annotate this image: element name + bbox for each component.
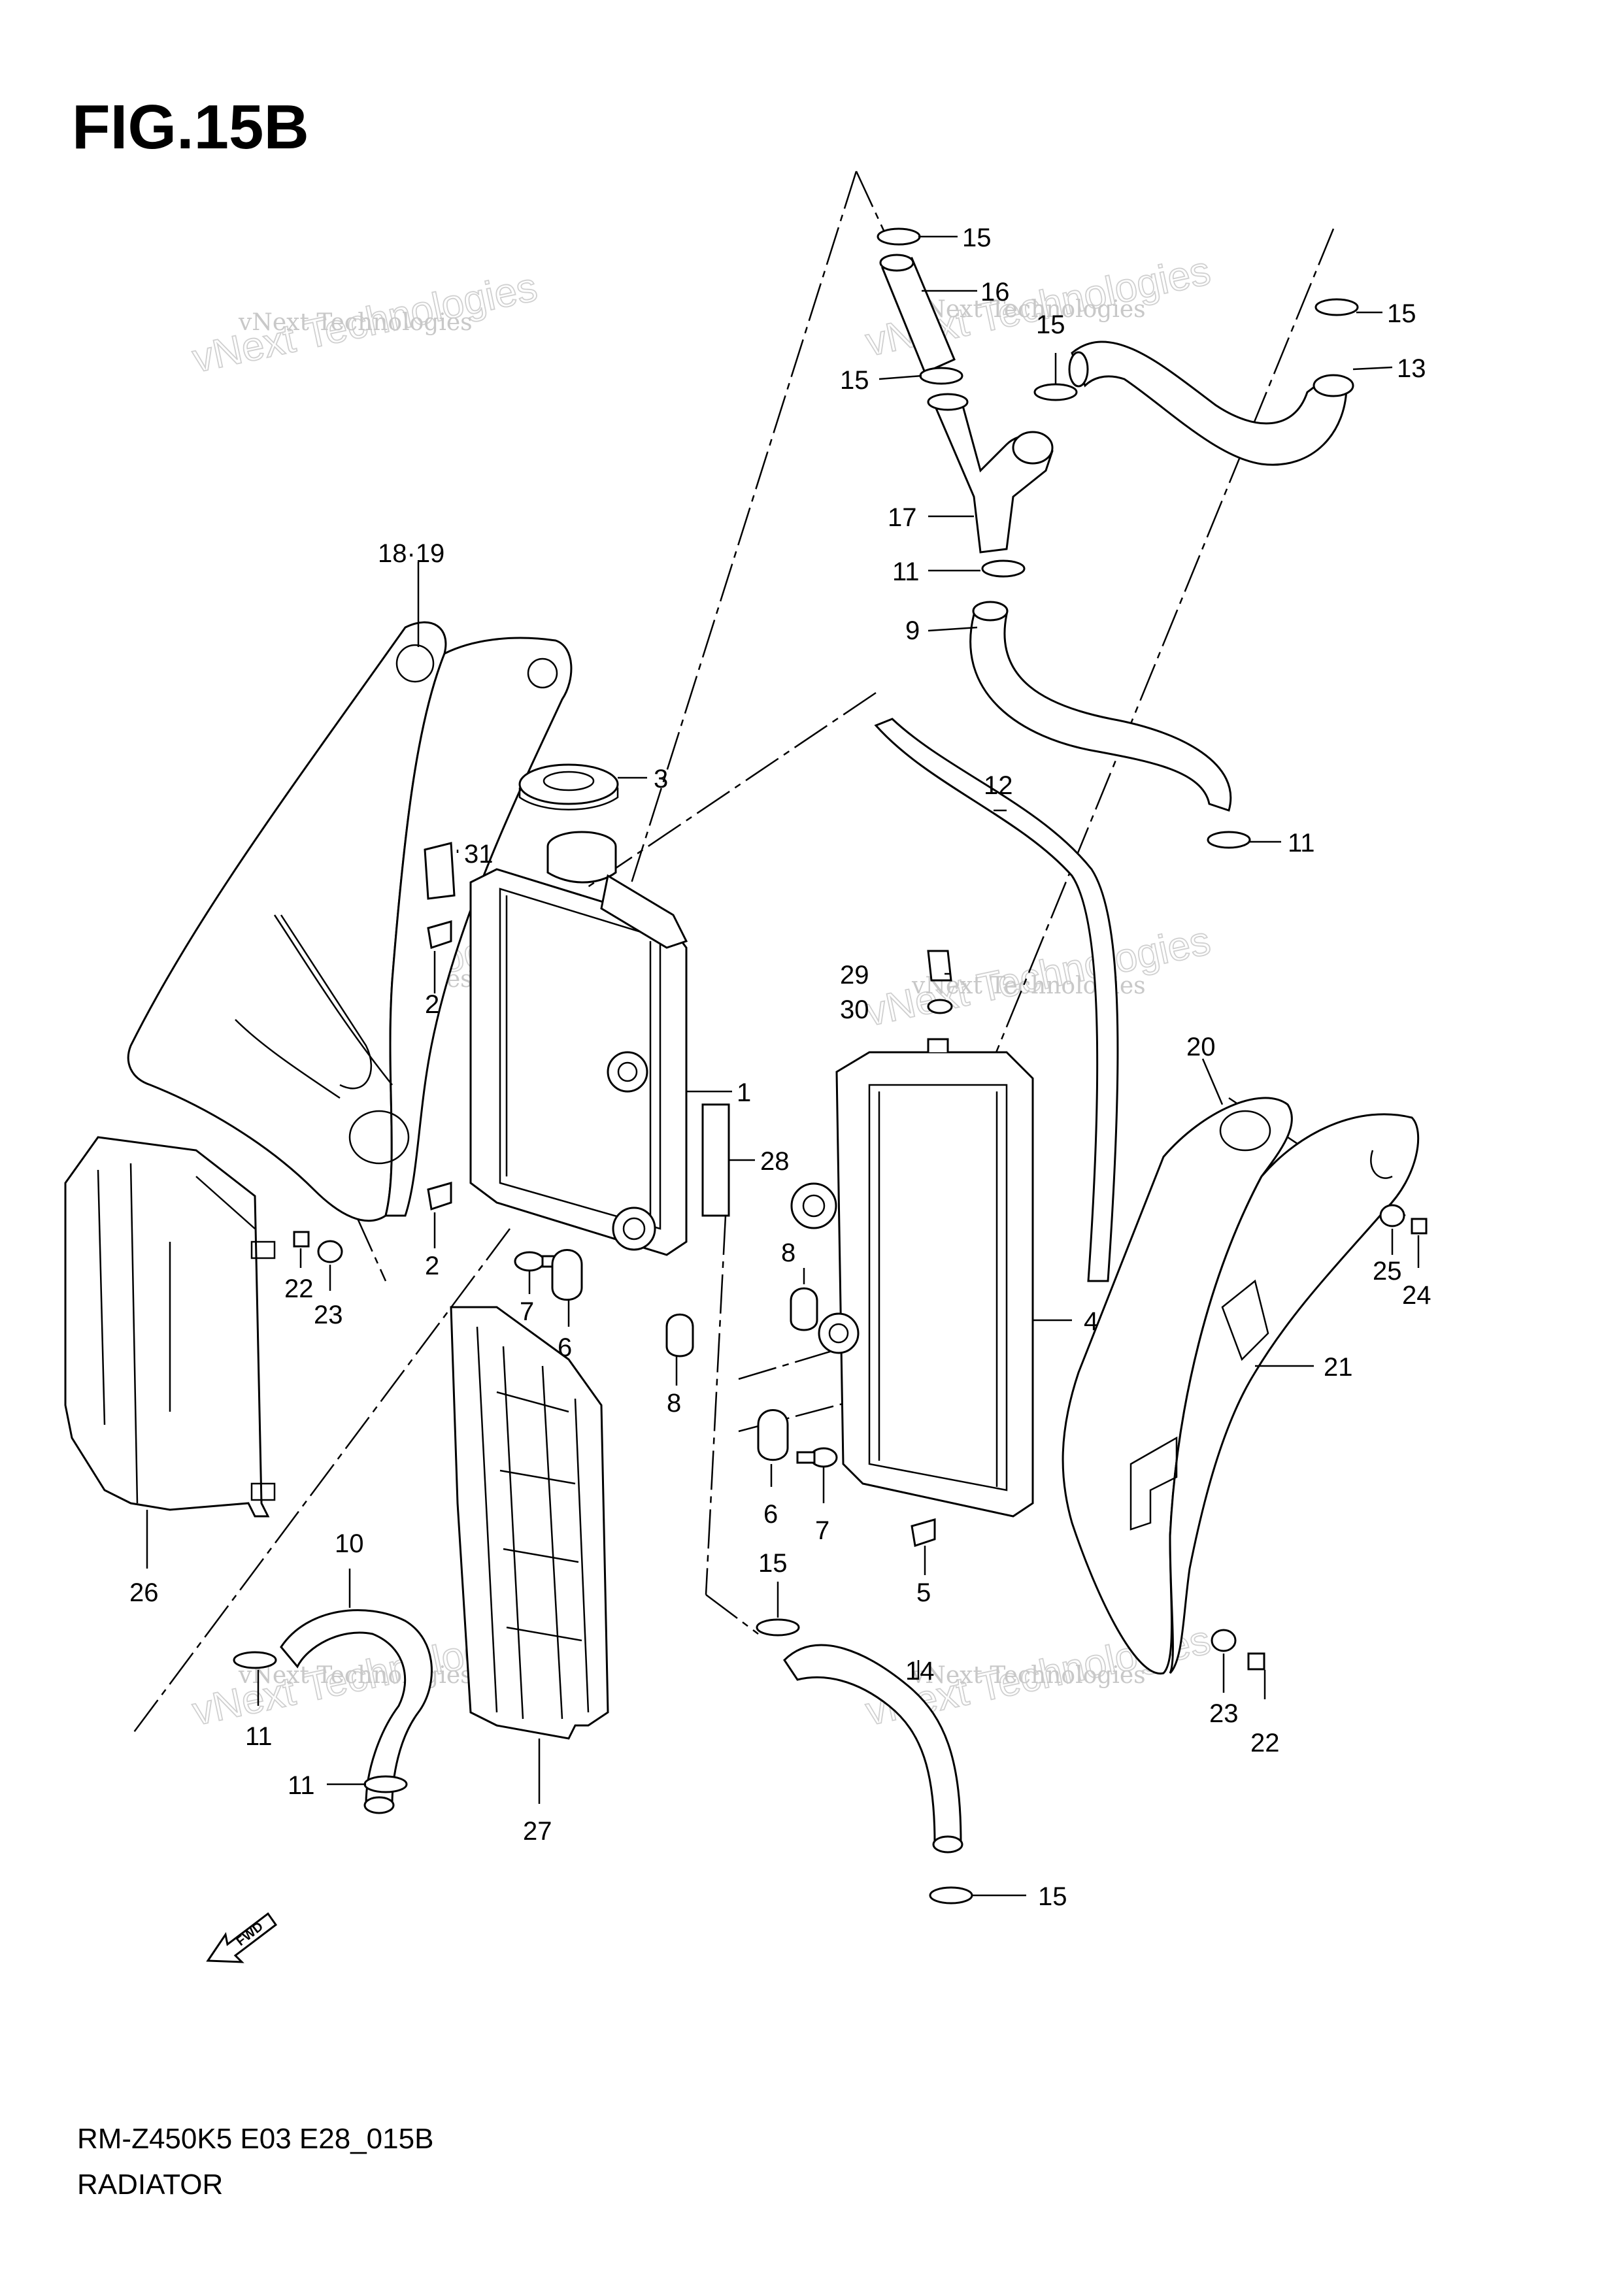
leader-lines	[146, 235, 1420, 1897]
small-hardware	[293, 842, 1428, 1671]
callout-16: 16	[980, 278, 1010, 307]
callout-29: 29	[840, 961, 869, 990]
callout-labels: 15 16 15 15 15 13 17 11 9 11 12 3 18·19 …	[129, 224, 1431, 1911]
callout-7: 7	[815, 1516, 829, 1545]
callout-11: 11	[892, 557, 920, 586]
callout-23: 23	[314, 1301, 343, 1329]
model-code: RM-Z450K5 E03 E28_015B	[77, 2123, 434, 2155]
callout-25: 25	[1373, 1257, 1402, 1286]
radiator-louver-18-19	[127, 621, 573, 1222]
callout-30: 30	[840, 995, 869, 1024]
callout-22: 22	[284, 1274, 314, 1303]
radiator-right-4	[790, 1038, 1034, 1518]
callout-11: 11	[288, 1771, 315, 1800]
callout-6: 6	[558, 1333, 572, 1362]
callout-10: 10	[335, 1529, 364, 1558]
callout-22: 22	[1250, 1729, 1280, 1757]
callout-15: 15	[1036, 310, 1065, 339]
callout-15: 15	[840, 366, 869, 395]
callout-28: 28	[760, 1147, 790, 1176]
callout-7: 7	[520, 1297, 534, 1326]
callout-2: 2	[425, 1252, 439, 1280]
callout-5: 5	[916, 1578, 931, 1607]
hoses	[280, 254, 1354, 1854]
callout-8: 8	[667, 1389, 681, 1418]
figure-title: FIG.15B	[72, 92, 309, 162]
callout-15: 15	[1038, 1882, 1067, 1911]
hose-clamps	[233, 227, 1359, 1905]
callout-15: 15	[1387, 299, 1416, 328]
watermark-text: vNext Technologies	[911, 1662, 1146, 1689]
callout-8: 8	[781, 1239, 795, 1267]
callout-6: 6	[763, 1500, 778, 1529]
callout-20: 20	[1186, 1033, 1216, 1061]
callout-15: 15	[962, 224, 992, 252]
callout-4: 4	[1084, 1307, 1098, 1336]
callout-12: 12	[984, 771, 1013, 800]
watermark-text: vNext Technologies	[238, 309, 473, 336]
callout-21: 21	[1324, 1353, 1353, 1382]
radiator-shroud-20-21	[1062, 1097, 1420, 1674]
section-name: RADIATOR	[77, 2169, 224, 2201]
callout-26: 26	[129, 1578, 159, 1607]
callout-11: 11	[1288, 829, 1315, 857]
callout-24: 24	[1402, 1281, 1431, 1310]
callout-17: 17	[888, 503, 917, 532]
callout-13: 13	[1397, 354, 1426, 383]
callout-11: 11	[245, 1722, 273, 1751]
radiator-left-1	[469, 763, 688, 1256]
callout-1: 1	[737, 1078, 751, 1107]
callout-23: 23	[1209, 1699, 1239, 1728]
callout-15: 15	[758, 1549, 788, 1578]
callout-2: 2	[425, 990, 439, 1019]
radiator-guard-27	[450, 1306, 609, 1740]
callout-27: 27	[523, 1817, 552, 1846]
forward-direction-arrow: FWD	[206, 1912, 278, 1963]
callout-3: 3	[654, 765, 668, 793]
callout-18-19: 18·19	[378, 539, 444, 568]
watermark-text: vNext Technologies	[238, 1662, 473, 1689]
watermark-text: vNext Technologies	[911, 296, 1146, 323]
callout-31: 31	[464, 840, 494, 869]
callout-9: 9	[905, 616, 920, 645]
side-shroud-26	[64, 1136, 276, 1518]
callout-14: 14	[905, 1657, 935, 1686]
